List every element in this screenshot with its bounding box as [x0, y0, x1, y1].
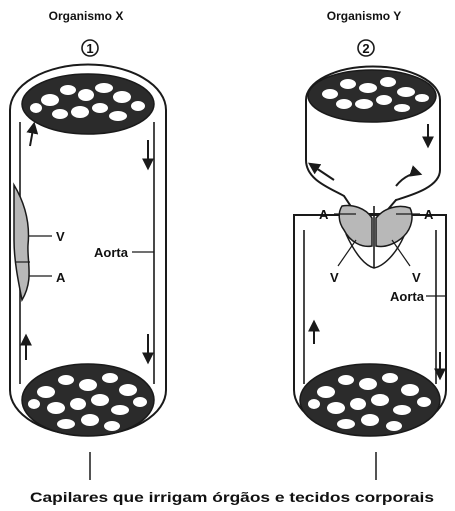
organism-y-title: Organismo Y	[327, 9, 401, 23]
organism-x-ventricle-label: V	[56, 229, 65, 244]
organism-y-aorta-label: Aorta	[390, 289, 425, 304]
organism-y-ventricle-right-label: V	[412, 270, 421, 285]
organism-x: Organismo X 1	[10, 9, 166, 436]
organism-y-atrium-left-label: A	[319, 207, 329, 222]
organism-y-atrium-right-label: A	[424, 207, 434, 222]
caption: Capilares que irrigam órgãos e tecidos c…	[30, 489, 434, 505]
organism-x-title: Organismo X	[49, 9, 124, 23]
organism-y-number: 2	[362, 41, 369, 56]
organism-y-ventricle-left-label: V	[330, 270, 339, 285]
organism-x-aorta-label: Aorta	[94, 245, 129, 260]
organism-x-number: 1	[86, 41, 93, 56]
organism-y: Organismo Y 2	[294, 9, 446, 436]
organism-y-number-badge: 2	[358, 40, 374, 56]
organism-x-number-badge: 1	[82, 40, 98, 56]
organism-x-atrium-label: A	[56, 270, 66, 285]
